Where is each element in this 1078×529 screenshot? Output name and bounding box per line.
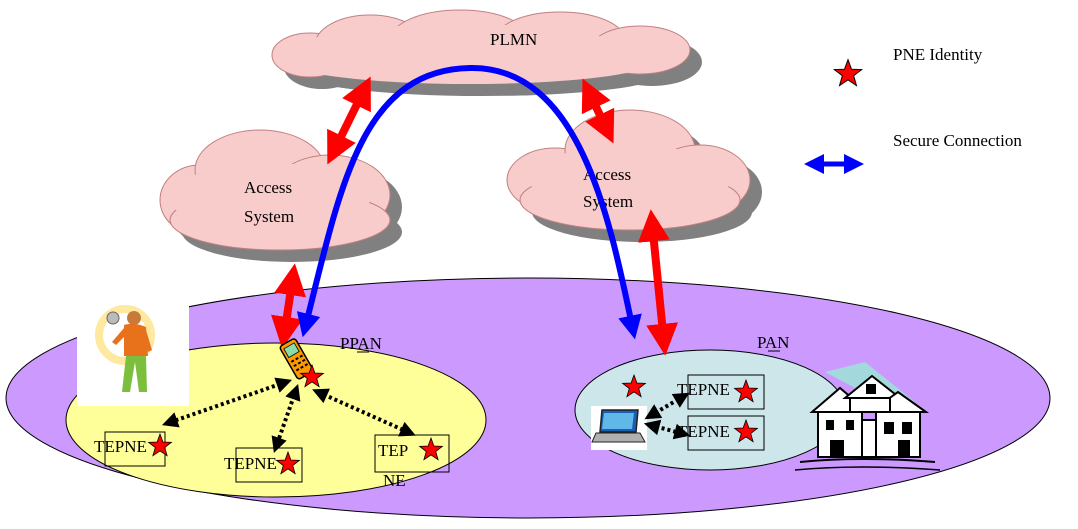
tepne-node-4[interactable]: TEPNE <box>677 374 765 410</box>
person-icon <box>77 304 189 406</box>
access-link-left-phone <box>271 263 306 349</box>
local-link-phone-tepne2 <box>271 383 301 454</box>
tepne-node-3-label-2: NE <box>383 471 406 490</box>
house-icon <box>794 362 941 471</box>
tepne-node-3-label-1: TEP <box>378 441 408 460</box>
pan-local-links <box>643 392 691 440</box>
tepne-node-5[interactable]: TEPNE <box>677 415 765 451</box>
access-link-plmn-right <box>581 78 615 144</box>
tepne-node-4-label: TEPNE <box>677 380 730 399</box>
tepne-node-2-label: TEPNE <box>224 454 277 473</box>
legend-secure-label: Secure Connection <box>893 131 1022 150</box>
plmn-label: PLMN <box>490 30 537 49</box>
ppan-label: PPAN <box>340 334 382 353</box>
tepne-node-1-label: TEPNE <box>94 437 147 456</box>
mobile-phone-icon[interactable] <box>279 338 314 380</box>
laptop-icon[interactable] <box>591 406 647 450</box>
access-link-right-pan <box>637 209 679 356</box>
access-links <box>271 76 679 356</box>
tepne-node-3[interactable]: TEP NE <box>374 434 450 490</box>
tepne-node-2[interactable]: TEPNE <box>224 447 303 483</box>
tepne-node-5-label: TEPNE <box>677 422 730 441</box>
local-link-phone-tepne1 <box>161 377 293 428</box>
legend-identity-label: PNE Identity <box>893 45 983 64</box>
pan-label: PAN <box>757 333 789 352</box>
tepne-node-1[interactable]: TEPNE <box>94 431 172 467</box>
local-link-phone-tepne3 <box>312 388 416 437</box>
ppan-local-links <box>161 377 416 454</box>
legend: PNE Identity Secure Connection <box>804 45 1022 174</box>
legend-identity-star-icon <box>833 58 863 87</box>
secure-connection-arc <box>296 64 642 340</box>
local-link-laptop-tepne4 <box>644 392 690 420</box>
access-system-left-label-2: System <box>244 207 294 226</box>
access-link-plmn-left <box>327 76 371 165</box>
access-system-left-cloud: Access System <box>159 129 402 262</box>
access-system-left-label-1: Access <box>244 178 292 197</box>
access-system-right-label-2: System <box>583 192 633 211</box>
access-system-right-cloud: Access System <box>506 109 762 242</box>
plmn-cloud: PLMN <box>271 9 702 96</box>
